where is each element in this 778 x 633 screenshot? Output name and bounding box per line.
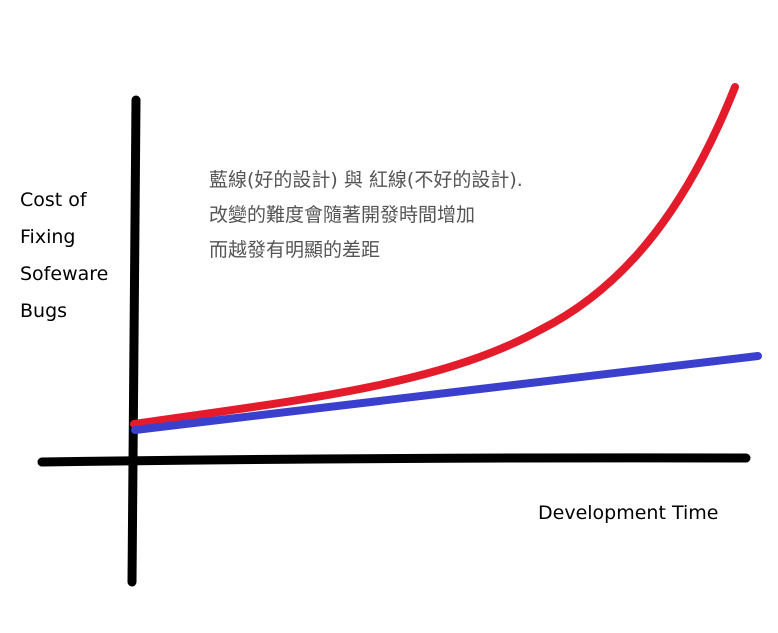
annotation-line-1: 藍線(好的設計) 與 紅線(不好的設計). [209, 169, 523, 191]
y-axis-label-line-1: Cost of [20, 189, 87, 211]
y-axis-label-line-3: Sofeware [20, 263, 109, 285]
annotation-line-3: 而越發有明顯的差距 [209, 239, 381, 261]
x-axis-label: Development Time [538, 502, 719, 524]
y-axis [127, 95, 141, 587]
bad-design-curve [130, 83, 739, 428]
y-axis-label-line-4: Bugs [20, 300, 68, 322]
x-axis [37, 453, 751, 467]
good-design-line [131, 352, 762, 434]
y-axis-label-line-2: Fixing [20, 226, 76, 248]
annotation-line-2: 改變的難度會隨著開發時間增加 [209, 204, 476, 226]
